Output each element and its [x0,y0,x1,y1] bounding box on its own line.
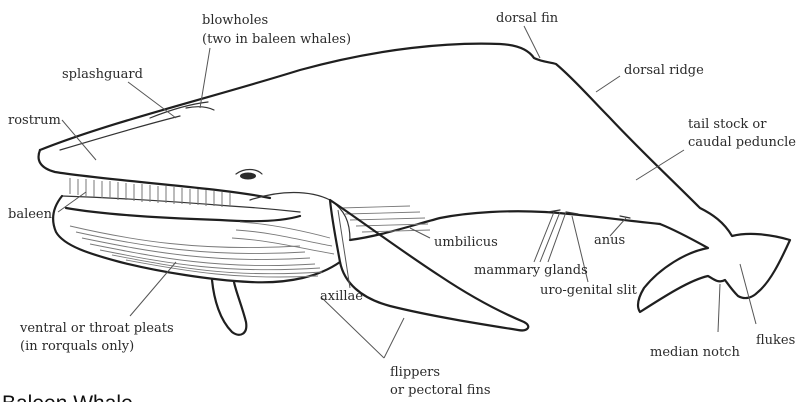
front-flipper [212,280,246,335]
label-dorsal-fin: dorsal fin [496,11,559,26]
leader-median-notch [718,284,720,332]
leader-flippers-a [322,298,384,358]
label-blowholes-note: (two in baleen whales) [202,32,351,47]
leader-flippers-b [384,318,404,358]
label-blowholes: blowholes [202,13,268,28]
leader-flukes [740,264,756,324]
label-tail-stock: tail stock or [688,117,767,132]
diagram-caption: Baleen Whale [2,392,133,402]
label-umbilicus: umbilicus [434,235,498,250]
labels: blowholes (two in baleen whales) dorsal … [8,11,796,398]
leader-dorsal-fin [524,26,540,58]
eye-icon [240,173,256,180]
label-mammary-glands: mammary glands [474,263,588,278]
label-uro-genital-slit: uro-genital slit [540,283,638,298]
label-caudal-peduncle: caudal peduncle [688,135,796,150]
anus-mark [620,216,630,218]
leader-dorsal-ridge [596,76,620,92]
label-rostrum: rostrum [8,113,61,128]
upper-jaw-outline [39,150,270,198]
label-median-notch: median notch [650,345,740,360]
label-flukes: flukes [756,333,795,348]
leader-tail-stock [636,150,684,180]
belly-lines [340,206,430,232]
label-dorsal-ridge: dorsal ridge [624,63,704,78]
label-baleen: baleen [8,207,53,222]
leader-umbilicus [410,228,430,238]
label-axillae: axillae [320,289,363,304]
label-anus: anus [594,233,625,248]
label-ventral-pleats: ventral or throat pleats [19,321,174,336]
throat-pleats [70,222,334,277]
label-flippers: flippers [390,365,440,380]
label-pectoral-fins: or pectoral fins [390,383,491,398]
label-ventral-pleats-note: (in rorquals only) [20,339,134,354]
whale-back-outline [40,44,790,312]
mouth-line [62,196,300,212]
rostrum-ridge [60,116,180,150]
lower-jaw-inner [66,208,300,221]
label-splashguard: splashguard [62,67,143,82]
